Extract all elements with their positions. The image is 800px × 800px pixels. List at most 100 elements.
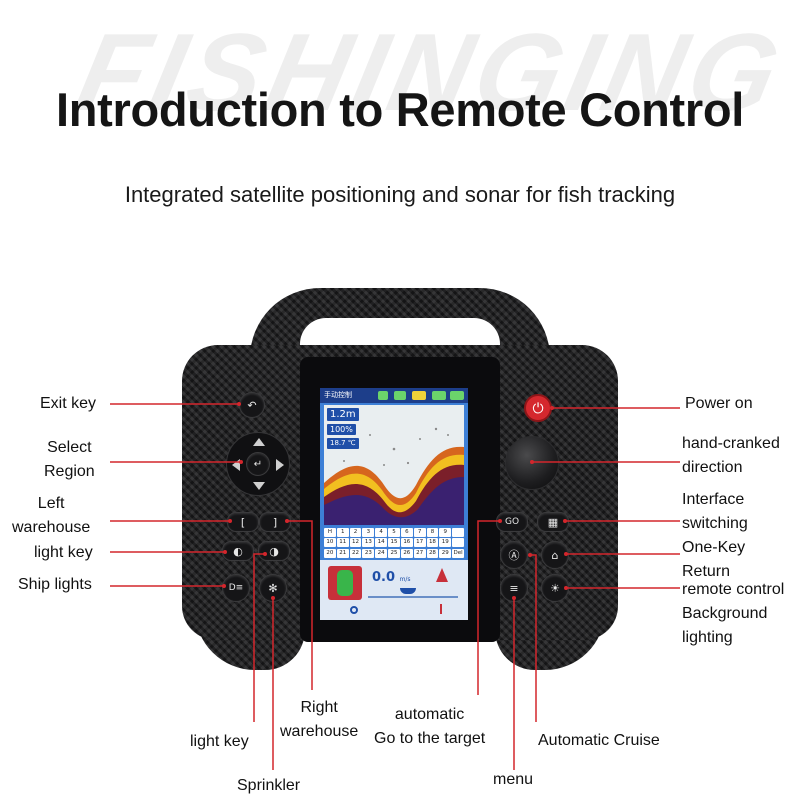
waypoint-cell: 15 <box>388 538 400 548</box>
gps-signal-icon <box>378 391 388 400</box>
direction-pad[interactable]: ↵ <box>226 432 290 496</box>
waypoint-cell: 6 <box>400 528 413 537</box>
menu-icon: ≡ <box>509 581 519 595</box>
arrow-up-icon[interactable] <box>253 438 265 446</box>
left-bracket-icon: [ <box>240 515 246 529</box>
headlight-icon: ◑ <box>269 544 279 558</box>
waypoint-cell: 8 <box>426 528 439 537</box>
label-ship-lights: Ship lights <box>18 576 92 593</box>
waypoint-cell: 3 <box>362 528 375 537</box>
waypoint-cell <box>452 528 464 537</box>
page-subtitle: Integrated satellite positioning and son… <box>124 182 676 207</box>
fish-finder-icon <box>412 391 426 400</box>
enter-icon: ↵ <box>253 458 263 470</box>
waypoint-cell: 1 <box>336 528 349 537</box>
arrow-down-icon[interactable] <box>253 482 265 490</box>
waypoint-cell: 20 <box>324 548 336 558</box>
go-icon: GO <box>504 517 520 527</box>
waypoint-cell: 18 <box>426 538 439 548</box>
headlight-icon: ◐ <box>233 544 243 558</box>
label-right-warehouse: Right warehouse <box>280 699 359 740</box>
flag-icon <box>440 604 442 614</box>
battery-icon <box>432 391 446 400</box>
label-power-on: Power on <box>685 395 753 412</box>
left-warehouse-button[interactable]: [ <box>227 512 259 532</box>
boat-status-icon <box>328 566 362 600</box>
waypoint-cell: 5 <box>388 528 400 537</box>
waypoint-cell: 13 <box>362 538 375 548</box>
waypoint-cell: 4 <box>375 528 388 537</box>
power-button[interactable]: ⏻ <box>524 394 552 422</box>
sonar-view: 1.2m 100% 18.7 ℃ <box>324 405 464 525</box>
wifi-icon <box>394 391 406 400</box>
sprinkler-icon: ✻ <box>268 581 278 595</box>
label-menu: menu <box>493 771 534 788</box>
waypoint-cell: 11 <box>336 538 349 548</box>
waypoint-cell: 22 <box>349 548 362 558</box>
page-title: Introduction to Remote Control <box>55 83 745 136</box>
waypoint-cell: 27 <box>413 548 426 558</box>
waypoint-cell: H <box>324 528 336 537</box>
waypoint-cell: 9 <box>439 528 452 537</box>
track-line <box>368 596 458 598</box>
go-button[interactable]: GO <box>496 512 528 532</box>
waypoint-cell: 25 <box>388 548 400 558</box>
auto-cruise-button[interactable]: Ⓐ <box>500 541 528 569</box>
speed-unit: m/s <box>399 576 411 583</box>
label-exit-key: Exit key <box>40 395 97 412</box>
backlight-button[interactable]: ☀ <box>541 574 569 602</box>
label-interface-switching: Interface switching <box>682 491 748 532</box>
interface-switch-button[interactable]: ▦ <box>537 512 569 532</box>
power-icon: ⏻ <box>532 399 544 416</box>
label-light-key-left: light key <box>34 544 93 561</box>
speed-readout: 0.0 m/s <box>372 570 411 585</box>
screen-status-bar: 手动控制 <box>320 388 468 403</box>
waypoint-cell: 17 <box>413 538 426 548</box>
anchor-icon: Ⓐ <box>508 549 520 562</box>
depth-readout: 1.2m <box>327 408 359 421</box>
ship-lights-button[interactable]: D≡ <box>222 574 250 602</box>
arrow-right-icon[interactable] <box>276 459 284 471</box>
exit-button[interactable]: ↶ <box>239 392 265 418</box>
arrow-left-icon[interactable] <box>232 459 240 471</box>
label-hand-cranked: hand-cranked direction <box>682 435 780 476</box>
waypoint-cell: 24 <box>375 548 388 558</box>
mode-text: 手动控制 <box>324 391 352 399</box>
waypoint-cell: 26 <box>400 548 413 558</box>
temperature-readout: 18.7 ℃ <box>327 438 359 449</box>
light-key-button-2[interactable]: ◑ <box>258 541 290 561</box>
label-automatic-cruise: Automatic Cruise <box>538 732 660 749</box>
right-warehouse-button[interactable]: ] <box>259 512 291 532</box>
compass-icon <box>436 568 448 582</box>
waypoint-cell: 7 <box>413 528 426 537</box>
sonar-echo-graphic <box>324 427 464 525</box>
waypoint-cell: 21 <box>336 548 349 558</box>
speed-value: 0.0 <box>372 570 396 585</box>
percent-readout: 100% <box>327 424 356 435</box>
return-arrow-icon: ↶ <box>247 398 257 412</box>
label-left-warehouse: Left warehouse <box>12 495 91 536</box>
grid-icon: ▦ <box>547 515 559 529</box>
waypoint-cell: 19 <box>439 538 452 548</box>
waypoint-cell: 28 <box>426 548 439 558</box>
light-key-button[interactable]: ◐ <box>222 541 254 561</box>
label-automatic-go: automatic Go to the target <box>374 706 486 747</box>
ship-icon <box>400 588 416 594</box>
battery-remote-icon <box>450 391 464 400</box>
waypoint-cell: 29 <box>439 548 452 558</box>
waypoint-cell: 14 <box>375 538 388 548</box>
label-remote-background: remote control Background lighting <box>682 581 785 646</box>
waypoint-cell: Del <box>452 548 464 558</box>
home-icon: ⌂ <box>551 548 559 562</box>
label-select-region: Select Region <box>44 439 95 480</box>
waypoint-cell: 16 <box>400 538 413 548</box>
enter-button[interactable]: ↵ <box>246 452 270 476</box>
label-sprinkler: Sprinkler <box>237 777 301 794</box>
waypoint-cell: 10 <box>324 538 336 548</box>
waypoint-cell <box>452 538 464 548</box>
waypoint-cell: 23 <box>362 548 375 558</box>
label-light-key-bottom: light key <box>190 733 249 750</box>
